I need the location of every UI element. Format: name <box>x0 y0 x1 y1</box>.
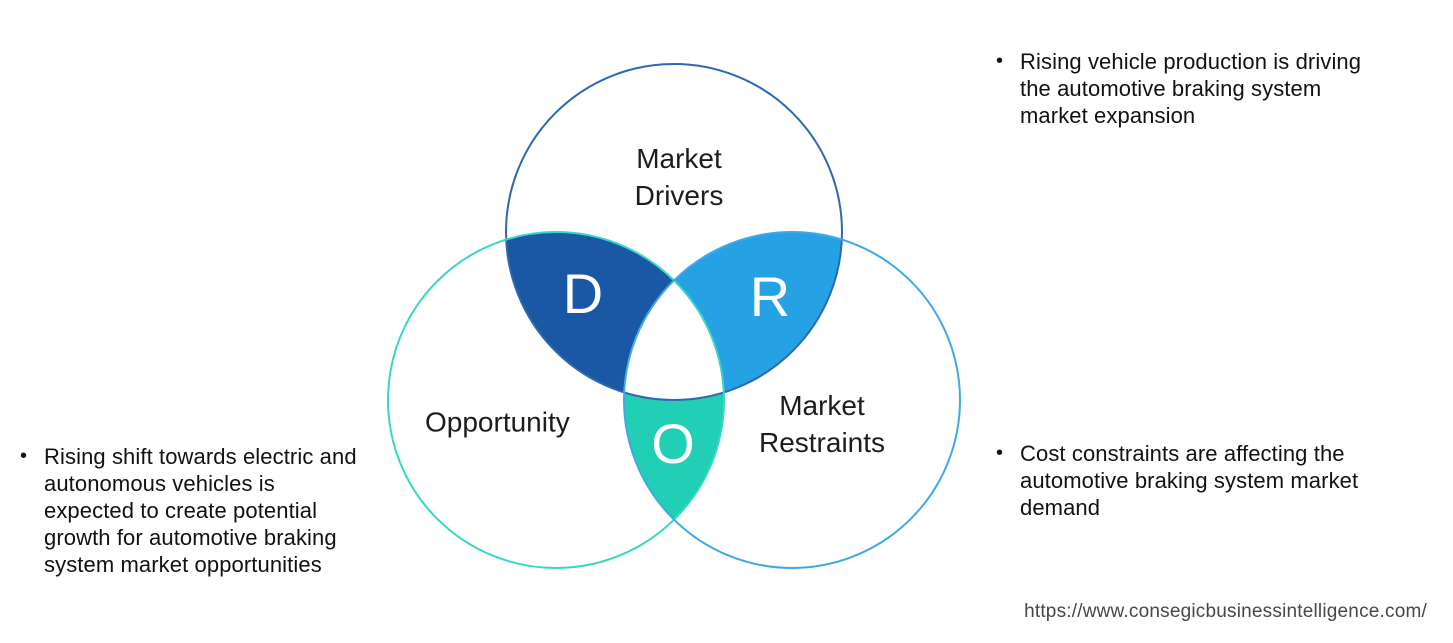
drivers-annotation: • Rising vehicle production is driving t… <box>996 48 1396 129</box>
bullet-icon: • <box>20 445 28 467</box>
drivers-restraints-overlap-region <box>624 232 842 400</box>
drivers-annotation-text: Rising vehicle production is driving the… <box>1020 49 1362 128</box>
restraints-region-letter: R <box>749 265 791 328</box>
bullet-icon: • <box>996 50 1004 72</box>
market-drivers-label: Market Drivers <box>634 143 724 211</box>
drivers-opportunity-overlap-region <box>506 232 724 400</box>
market-restraints-circle <box>623 231 961 569</box>
restraints-annotation: • Cost constraints are affecting the aut… <box>996 440 1406 521</box>
opportunity-annotation-text: Rising shift towards electric and autono… <box>44 444 357 577</box>
market-drivers-circle <box>505 63 843 401</box>
opportunity-label: Opportunity <box>425 406 570 438</box>
market-restraints-label: Market Restraints <box>758 390 886 458</box>
source-url: https://www.consegicbusinessintelligence… <box>1024 601 1427 622</box>
drivers-region-letter: D <box>562 262 604 325</box>
restraints-annotation-text: Cost constraints are affecting the autom… <box>1020 441 1359 520</box>
opportunity-circle <box>387 231 725 569</box>
opportunity-annotation: • Rising shift towards electric and auto… <box>20 443 410 578</box>
opportunity-region-letter: O <box>651 412 695 475</box>
bullet-icon: • <box>996 442 1004 464</box>
